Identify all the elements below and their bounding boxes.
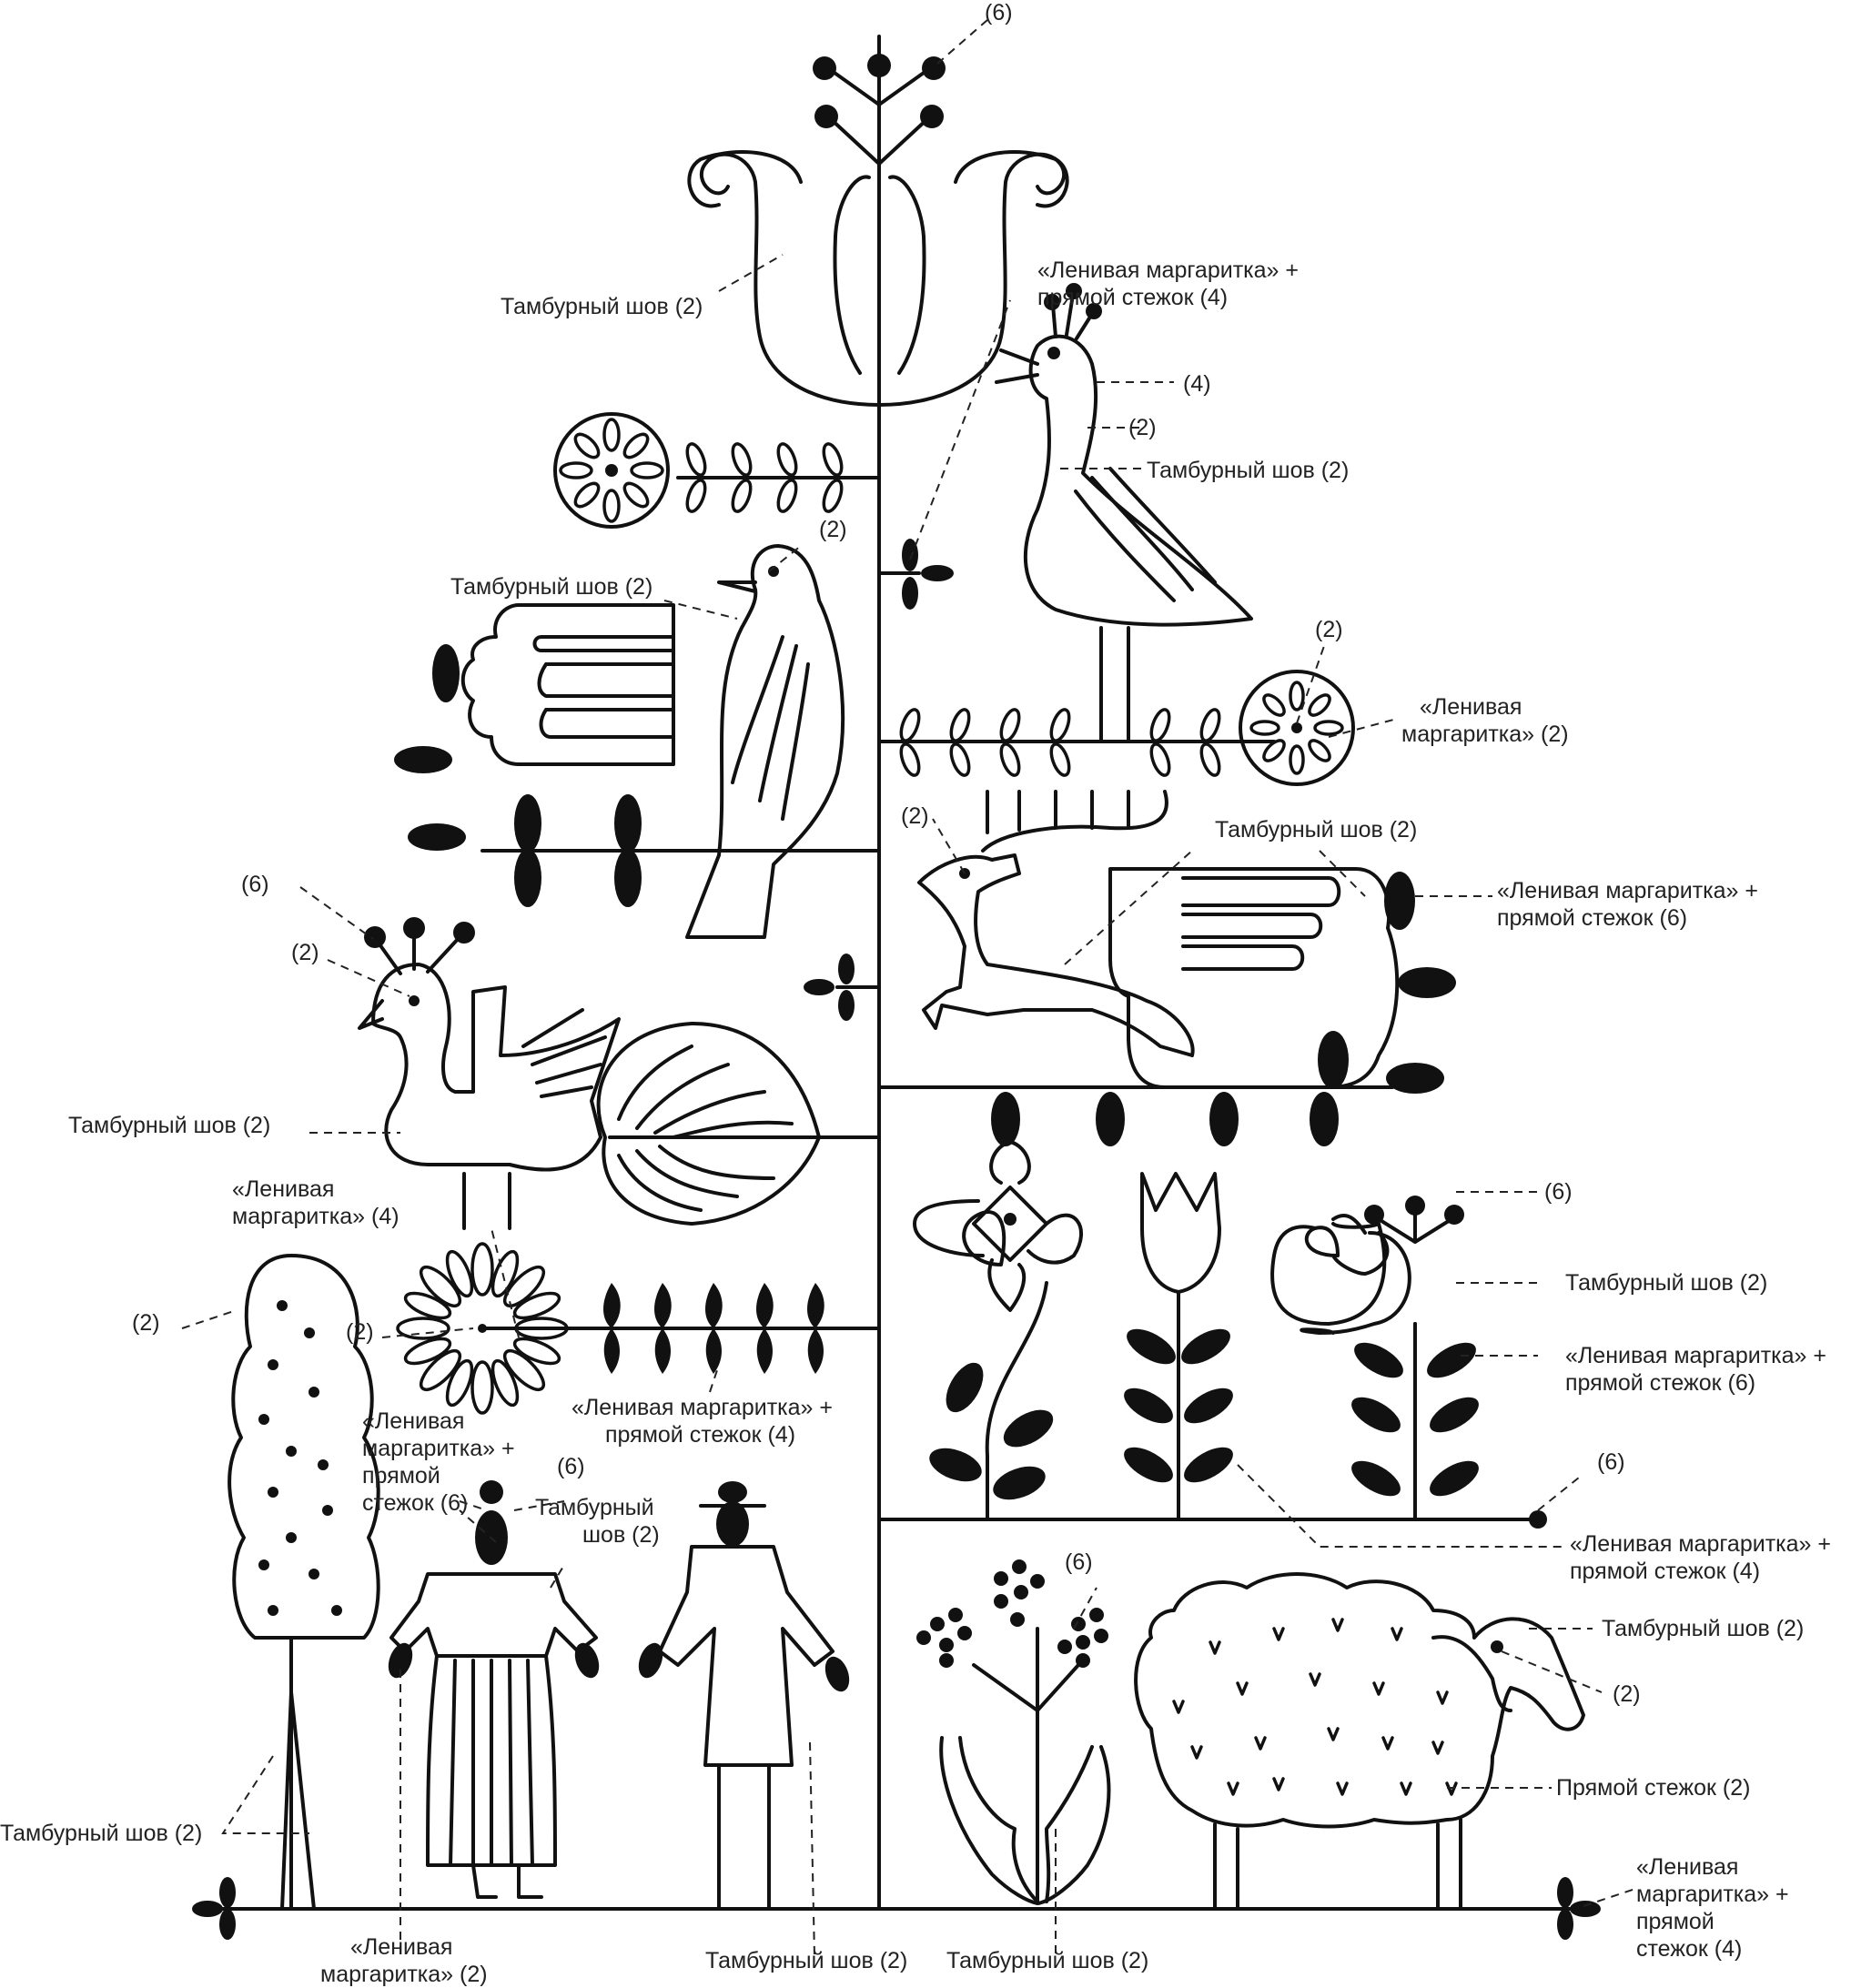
label-dress-tambur-2: шов (2) [582,1522,660,1548]
label-lazy-2-b: «Ленивая [350,1934,452,1960]
label-lazy-4: «Ленивая [232,1176,334,1202]
right-fern-sprig [899,708,1221,777]
label-tulip-tambur: Тамбурный шов (2) [501,294,703,319]
label-top-6: (6) [985,0,1013,25]
label-lazy-straight-6-a-2: прямой стежок (6) [1497,905,1687,931]
label-head-6: (6) [557,1454,585,1479]
label-sheep-tambur: Тамбурный шов (2) [1602,1616,1804,1641]
label-deer-tambur: Тамбурный шов (2) [1215,817,1417,843]
label-sheep-eye: (2) [1613,1681,1641,1707]
label-lazy-straight-6-b-3: прямой [362,1463,440,1488]
label-lazy-straight-4-a-2: прямой стежок (4) [1037,285,1228,310]
label-trunk-tambur: Тамбурный шов (2) [0,1821,202,1846]
label-lazy-straight-6-a: «Ленивая маргаритка» + [1497,878,1758,903]
label-eye-2a: (2) [1128,415,1157,440]
left-medallion [553,412,670,529]
label-man-tambur: Тамбурный шов (2) [705,1948,907,1973]
leaf-row-left [603,1283,824,1374]
label-lazy-straight-6-b-4: стежок (6) [362,1490,468,1516]
peacock [358,917,821,1230]
four-petal-flower [913,1140,1084,1521]
label-lazy-straight-6-c-2: прямой стежок (6) [1565,1370,1755,1396]
label-bird-tambur-left: Тамбурный шов (2) [450,574,652,600]
plumed-box-right [1108,867,1456,1094]
crested-bird-right [995,283,1253,743]
label-flower-6: (6) [1544,1179,1573,1205]
top-sprig [813,54,946,166]
center-small-sprig-left [804,954,881,1021]
bottom-sprig-right [1557,1877,1601,1940]
label-deer-2: (2) [901,803,929,829]
daisy [396,1242,569,1415]
label-dress-tambur: Тамбурный [535,1495,654,1520]
tree-trunk [194,35,1572,1911]
label-lazy-straight-4-b-2: прямой стежок (4) [605,1422,795,1448]
label-bird-tambur-right: Тамбурный шов (2) [1147,458,1349,483]
plumed-box-left [394,603,675,907]
woman-figure [388,1480,600,1899]
label-center-2: (2) [1315,617,1343,642]
label-flower-tambur: Тамбурный шов (2) [1565,1270,1767,1296]
tulip-flower [1124,1172,1233,1521]
label-tree-2: (2) [132,1310,160,1336]
bottom-sprig-left [192,1877,236,1940]
man-figure [638,1481,850,1911]
label-straight-2: Прямой стежок (2) [1556,1775,1751,1801]
label-lazy-2-a-2: маргаритка» (2) [1401,722,1569,747]
label-lazy-4-2: маргаритка» (4) [232,1204,400,1229]
sheep [1134,1572,1585,1911]
right-small-sprig [877,539,954,610]
label-lazy-straight-4-b: «Ленивая маргаритка» + [571,1395,833,1420]
label-lazy-straight-6-c: «Ленивая маргаритка» + [1565,1343,1826,1368]
label-lazy-2-a: «Ленивая [1420,694,1522,720]
big-tulip [687,150,1069,407]
label-lazy-straight-6-b-2: маргаритка» + [362,1436,515,1461]
crescent-flower [1270,1196,1479,1521]
label-peacock-tambur: Тамбурный шов (2) [68,1113,270,1138]
label-berries-6: (6) [1065,1549,1093,1575]
label-lazy-2-b-2: маргаритка» (2) [320,1962,488,1987]
deer [917,790,1195,1057]
label-lazy-straight-4-c-2: прямой стежок (4) [1570,1559,1760,1584]
label-lazy-straight-4-d-2: маргаритка» + [1636,1882,1789,1907]
right-medallion [1239,670,1355,786]
left-fern-sprig [685,442,844,513]
label-4: (4) [1183,371,1211,397]
branch-end-dot [1529,1510,1547,1529]
poplar-tree [228,1254,380,1911]
seed-row [991,1092,1339,1146]
label-daisy-2: (2) [346,1319,374,1345]
label-lazy-straight-4-d-4: стежок (4) [1636,1936,1742,1962]
label-lazy-straight-4-a: «Ленивая маргаритка» + [1037,257,1299,283]
dove-left [685,544,845,939]
label-end-6: (6) [1597,1449,1625,1475]
leader-lines [181,19,1639,1957]
berry-tulip [916,1559,1111,1905]
label-lazy-straight-4-c: «Ленивая маргаритка» + [1570,1531,1831,1557]
label-peacock-6: (6) [241,872,269,897]
label-lazy-straight-6-b: «Ленивая [362,1408,464,1434]
label-lazy-straight-4-d-3: прямой [1636,1909,1714,1934]
label-lazy-straight-4-d: «Ленивая [1636,1854,1738,1880]
label-peacock-2: (2) [291,940,319,965]
label-eye-2b: (2) [819,517,847,542]
label-tulip2-tambur: Тамбурный шов (2) [946,1948,1148,1973]
